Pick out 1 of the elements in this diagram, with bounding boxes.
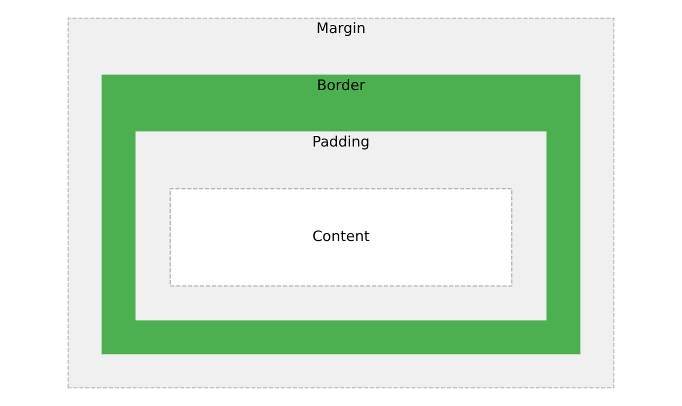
- node-box: Content: [170, 188, 512, 287]
